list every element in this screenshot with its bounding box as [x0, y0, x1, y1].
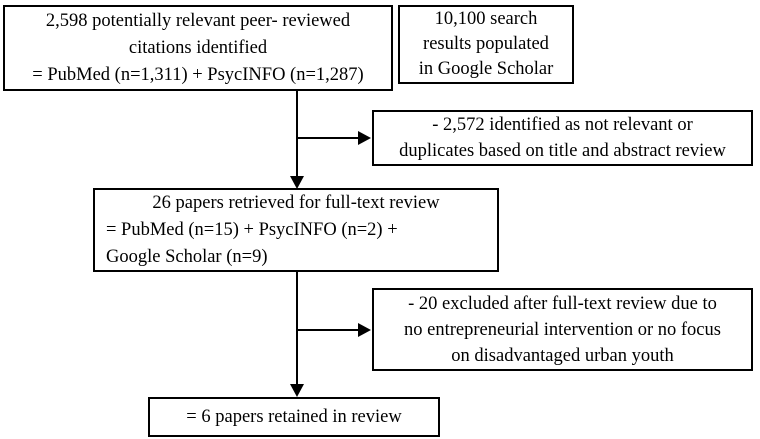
arrow-citations-to-fulltext [290, 90, 304, 189]
text-line: duplicates based on title and abstract r… [399, 141, 726, 161]
text-line: Google Scholar (n=9) [106, 246, 268, 267]
text-line: in Google Scholar [418, 59, 554, 79]
text-line: - 2,572 identified as not relevant or [432, 115, 693, 135]
text-line: 10,100 search [434, 9, 538, 29]
box-papers-retained: = 6 papers retained in review [148, 397, 440, 437]
text-line: - 20 excluded after full-text review due… [408, 293, 717, 314]
text-line: no entrepreneurial intervention or no fo… [404, 319, 721, 340]
text-line: 26 papers retrieved for full-text review [152, 192, 440, 213]
box-excluded-fulltext: - 20 excluded after full-text review due… [372, 288, 753, 371]
arrow-to-excluded-fulltext [297, 323, 371, 337]
text-line: results populated [423, 34, 549, 54]
box-google-scholar-results: 10,100 search results populated in Googl… [398, 5, 574, 84]
box-citations-identified: 2,598 potentially relevant peer- reviewe… [3, 5, 393, 91]
text-line: 2,598 potentially relevant peer- reviewe… [45, 10, 351, 31]
text-line: citations identified [128, 37, 268, 58]
box-excluded-title-abstract: - 2,572 identified as not relevant or du… [372, 110, 753, 166]
arrow-fulltext-to-retained [290, 271, 304, 397]
box-fulltext-review: 26 papers retrieved for full-text review… [93, 188, 499, 272]
arrow-to-excluded-title-abstract [297, 131, 371, 145]
text-line: = 6 papers retained in review [186, 407, 402, 427]
text-line: = PubMed (n=1,311) + PsycINFO (n=1,287) [32, 64, 364, 85]
text-line: on disadvantaged urban youth [451, 345, 674, 366]
text-line: = PubMed (n=15) + PsycINFO (n=2) + [106, 219, 398, 240]
